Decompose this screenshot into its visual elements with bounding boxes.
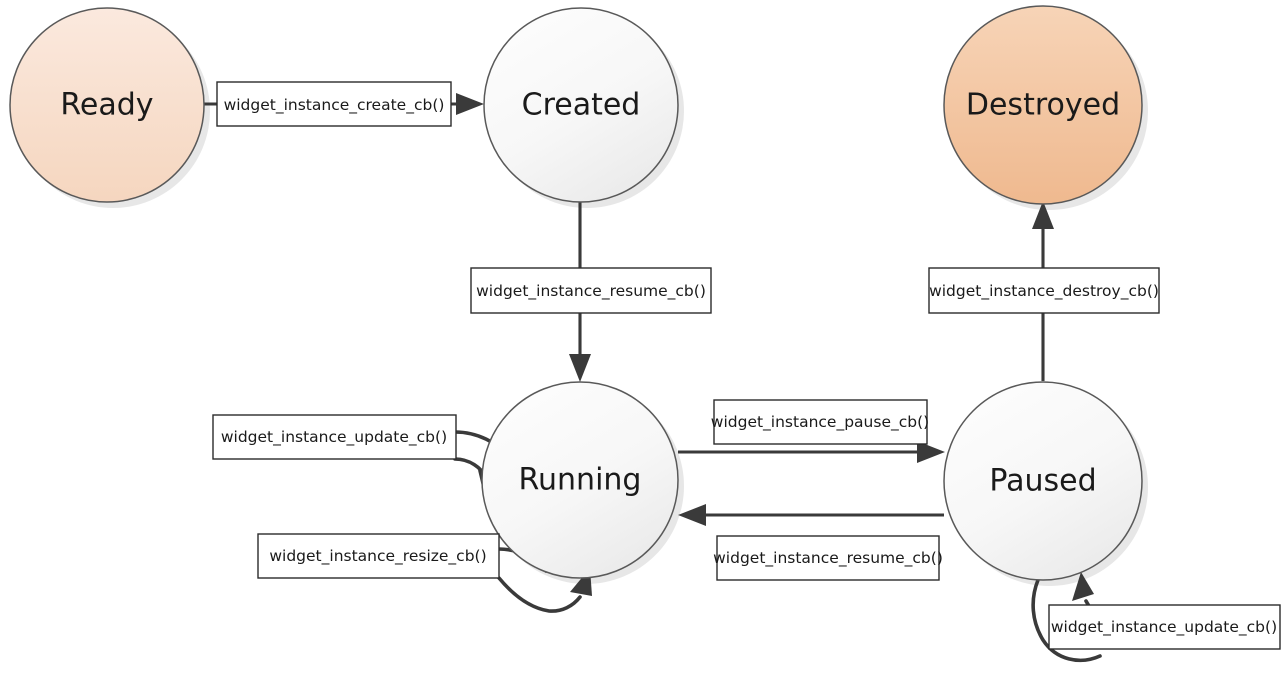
edge-label-running-resize-text: widget_instance_resize_cb() (269, 547, 486, 566)
state-destroyed-label: Destroyed (966, 88, 1120, 123)
edge-label-running-update[interactable]: widget_instance_update_cb() (212, 414, 457, 460)
edge-label-pause[interactable]: widget_instance_pause_cb() (711, 399, 929, 445)
edge-label-resume-back-box (716, 535, 940, 581)
edge-label-resume-back-text: widget_instance_resume_cb() (713, 549, 943, 568)
state-node-running[interactable]: Running (481, 381, 679, 579)
state-ready-label: Ready (60, 88, 153, 123)
edge-label-resume-back[interactable]: widget_instance_resume_cb() (713, 535, 943, 581)
edge-label-create-text: widget_instance_create_cb() (224, 96, 445, 115)
edge-label-create-box (216, 81, 452, 127)
transition-resume-down-arrowhead (569, 354, 591, 382)
edge-label-running-update-text: widget_instance_update_cb() (221, 428, 447, 447)
state-paused-circle (943, 381, 1143, 581)
state-running-label: Running (519, 463, 642, 498)
edge-label-paused-update[interactable]: widget_instance_update_cb() (1048, 604, 1281, 650)
transition-running-resize-curve (497, 576, 582, 613)
edge-label-running-update-box (212, 414, 457, 460)
transition-destroy-up-arrowhead (1032, 201, 1054, 229)
edge-label-resume-down[interactable]: widget_instance_resume_cb() (470, 267, 712, 314)
edge-label-resume-down-box (470, 267, 712, 314)
edge-label-destroy-up-box (928, 267, 1160, 314)
edge-label-paused-update-box (1048, 604, 1281, 650)
edge-label-destroy-up-text: widget_instance_destroy_cb() (929, 282, 1159, 301)
edge-label-resume-down-text: widget_instance_resume_cb() (476, 282, 706, 301)
edge-label-destroy-up[interactable]: widget_instance_destroy_cb() (928, 267, 1160, 314)
transition-pause[interactable] (678, 441, 945, 463)
state-ready-circle (9, 7, 205, 203)
edge-label-paused-update-text: widget_instance_update_cb() (1051, 618, 1277, 637)
transition-pause-arrowhead (917, 441, 945, 463)
transition-create-arrowhead (456, 93, 484, 115)
state-node-ready[interactable]: Ready (9, 7, 205, 203)
transition-paused-update-curve (1031, 578, 1102, 663)
state-node-destroyed[interactable]: Destroyed (943, 5, 1143, 205)
edge-label-create[interactable]: widget_instance_create_cb() (216, 81, 452, 127)
edge-label-running-resize-box (257, 533, 500, 579)
state-running-circle (481, 381, 679, 579)
state-node-paused[interactable]: Paused (943, 381, 1143, 581)
transition-resume-back[interactable] (678, 504, 944, 526)
state-paused-label: Paused (989, 464, 1096, 499)
transition-resume-back-arrowhead (678, 504, 706, 526)
state-created-circle (483, 7, 679, 203)
edge-label-running-resize[interactable]: widget_instance_resize_cb() (257, 533, 500, 579)
state-node-created[interactable]: Created (483, 7, 679, 203)
edge-label-pause-text: widget_instance_pause_cb() (711, 413, 929, 432)
transition-paused-update-arrowhead (1072, 572, 1094, 601)
state-destroyed-circle (943, 5, 1143, 205)
state-created-label: Created (522, 88, 641, 123)
edge-label-pause-box (713, 399, 928, 445)
